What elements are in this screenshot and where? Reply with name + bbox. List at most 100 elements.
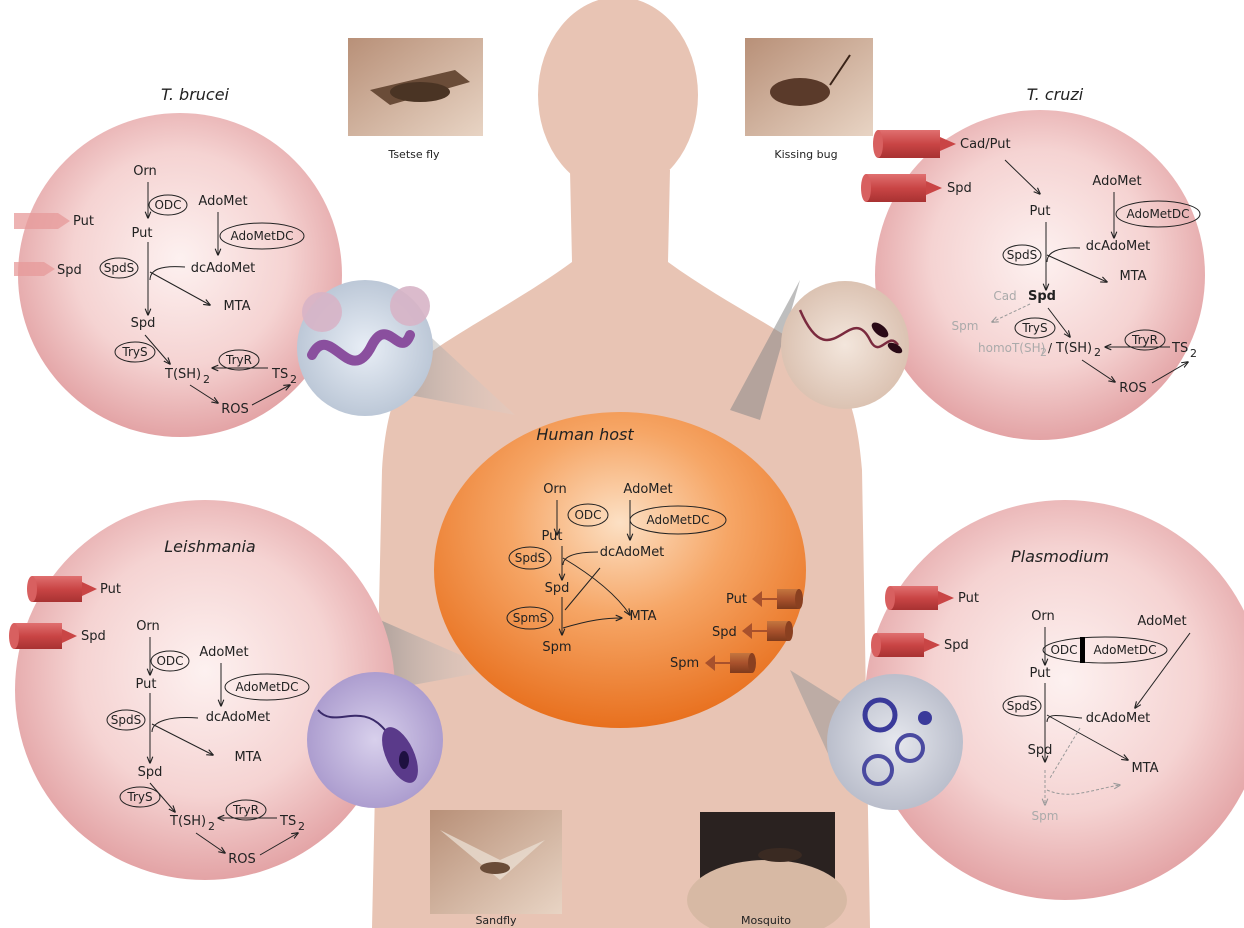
tcruzi-spds: SpdS [1007, 248, 1037, 262]
sandfly-label: Sandfly [475, 914, 517, 927]
tcruzi-put: Put [1030, 204, 1051, 219]
leishmania-spds: SpdS [111, 713, 141, 727]
kissing-bug-photo [745, 38, 873, 136]
tcruzi-ros: ROS [1119, 381, 1147, 396]
plasmodium-dcadomet: dcAdoMet [1086, 711, 1151, 726]
tcruzi-homotsh2: homoT(SH) [978, 341, 1045, 355]
leishmania-ts2: TS [279, 814, 296, 829]
tcruzi-ts2-sub: 2 [1190, 347, 1197, 360]
tbrucei-dcadomet: dcAdoMet [191, 261, 256, 276]
plasmodium-bifunctional-linker [1080, 637, 1085, 663]
tbrucei-spds: SpdS [104, 261, 134, 275]
host-adomet: AdoMet [623, 482, 672, 497]
tbrucei-ts2: TS [271, 367, 288, 382]
tcruzi-homotsh2-sub: 2 [1040, 346, 1047, 359]
plasmodium-adomet: AdoMet [1137, 614, 1186, 629]
host-spds: SpdS [515, 551, 545, 565]
leishmania-tryr: TryR [232, 803, 259, 817]
leishmania-spd: Spd [138, 765, 163, 780]
leishmania-tsh2-sub: 2 [208, 820, 215, 833]
tbrucei-odc: ODC [154, 198, 181, 212]
tcruzi-spm: Spm [952, 319, 979, 333]
tbrucei-uptake-spd-label: Spd [57, 263, 82, 278]
tcruzi-tsh2: T(SH) [1055, 341, 1092, 356]
tcruzi-mta: MTA [1119, 269, 1146, 284]
tbrucei-orn: Orn [133, 164, 157, 179]
host-title: Human host [536, 425, 634, 444]
leishmania-adomet: AdoMet [199, 645, 248, 660]
plasmodium-orn: Orn [1031, 609, 1055, 624]
plasmodium-uptake-spd-label: Spd [944, 638, 969, 653]
leishmania-ts2-sub: 2 [298, 820, 305, 833]
tbrucei-title: T. brucei [161, 85, 230, 104]
tbrucei-ros: ROS [221, 402, 249, 417]
host-export-put-label: Put [726, 592, 747, 607]
leishmania-tsh2: T(SH) [169, 814, 206, 829]
plasmodium-spds: SpdS [1007, 699, 1037, 713]
tbrucei-ts2-sub: 2 [290, 373, 297, 386]
tcruzi-uptake-spd-label: Spd [947, 181, 972, 196]
tcruzi-ts2: TS [1171, 341, 1188, 356]
tbrucei-adometdc: AdoMetDC [230, 229, 293, 243]
leishmania-orn: Orn [136, 619, 160, 634]
leishmania-dcadomet: dcAdoMet [206, 710, 271, 725]
host-cell [434, 412, 806, 728]
mosquito-label: Mosquito [741, 914, 791, 927]
leishmania-uptake-put-label: Put [100, 582, 121, 597]
leishmania-uptake-spd-label: Spd [81, 629, 106, 644]
plasmodium-put: Put [1030, 666, 1051, 681]
plasmodium-spm: Spm [1032, 809, 1059, 823]
host-mta: MTA [629, 609, 656, 624]
tcruzi-micrograph [781, 281, 909, 409]
plasmodium-spd: Spd [1028, 743, 1053, 758]
tbrucei-tryr: TryR [225, 353, 252, 367]
tbrucei-put: Put [132, 226, 153, 241]
leishmania-title: Leishmania [164, 537, 255, 556]
host-spm: Spm [542, 640, 571, 655]
tbrucei-spd: Spd [131, 316, 156, 331]
host-adometdc: AdoMetDC [646, 513, 709, 527]
tcruzi-tryr: TryR [1131, 333, 1158, 347]
tbrucei-micrograph [297, 280, 433, 416]
tcruzi-trys: TryS [1021, 321, 1047, 335]
host-dcadomet: dcAdoMet [600, 545, 665, 560]
tbrucei-adomet: AdoMet [198, 194, 247, 209]
tbrucei-tsh2: T(SH) [164, 367, 201, 382]
tbrucei-trys: TryS [121, 345, 147, 359]
tsetse-fly-label: Tsetse fly [387, 148, 440, 161]
mosquito-photo [687, 812, 847, 928]
tbrucei-uptake-put-label: Put [73, 214, 94, 229]
leishmania-odc: ODC [156, 654, 183, 668]
tcruzi-uptake-cadput-label: Cad/Put [960, 137, 1011, 152]
tsetse-fly-photo [348, 38, 483, 136]
kissing-bug-label: Kissing bug [774, 148, 837, 161]
host-spd: Spd [545, 581, 570, 596]
tcruzi-spd: Spd [1028, 289, 1056, 304]
leishmania-ros: ROS [228, 852, 256, 867]
host-spms: SpmS [513, 611, 548, 625]
leishmania-adometdc: AdoMetDC [235, 680, 298, 694]
leishmania-put: Put [136, 677, 157, 692]
tcruzi-adomet: AdoMet [1092, 174, 1141, 189]
plasmodium-odc: ODC [1050, 643, 1077, 657]
leishmania-trys: TryS [126, 790, 152, 804]
tcruzi-tsh2-sub: 2 [1094, 346, 1101, 359]
tcruzi-dcadomet: dcAdoMet [1086, 239, 1151, 254]
host-export-spd-label: Spd [712, 625, 737, 640]
leishmania-micrograph [307, 672, 443, 808]
tcruzi-cell [875, 110, 1205, 440]
plasmodium-mta: MTA [1131, 761, 1158, 776]
host-export-spm-label: Spm [670, 656, 699, 671]
plasmodium-uptake-put-label: Put [958, 591, 979, 606]
sandfly-photo [430, 810, 562, 914]
tcruzi-cad: Cad [993, 289, 1016, 303]
plasmodium-title: Plasmodium [1011, 547, 1109, 566]
tbrucei-mta: MTA [223, 299, 250, 314]
host-put: Put [542, 529, 563, 544]
host-odc: ODC [574, 508, 601, 522]
tcruzi-title: T. cruzi [1027, 85, 1084, 104]
plasmodium-micrograph [827, 674, 963, 810]
tcruzi-adometdc: AdoMetDC [1126, 207, 1189, 221]
plasmodium-adometdc: AdoMetDC [1093, 643, 1156, 657]
